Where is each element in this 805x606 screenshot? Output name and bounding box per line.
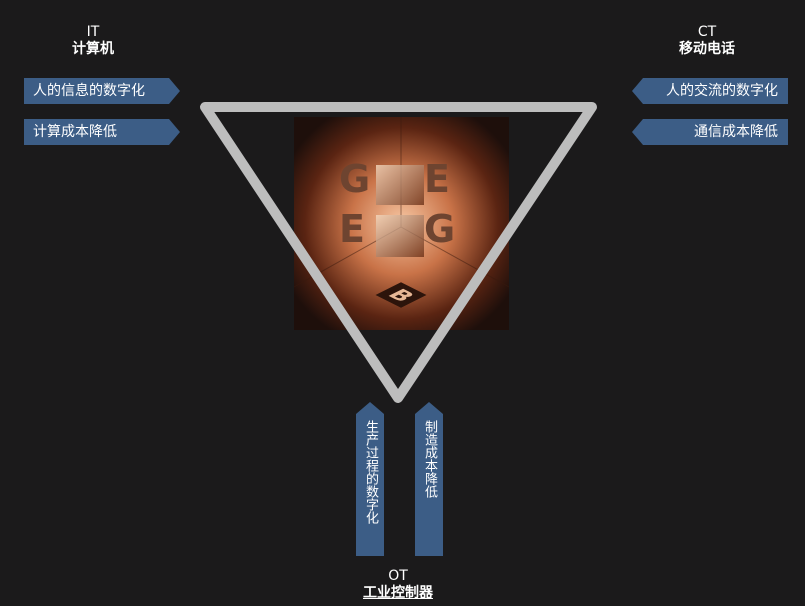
ct-name: 移动电话 <box>679 41 735 57</box>
ct-title-block: CT 移动电话 <box>674 24 740 58</box>
it-abbr: IT <box>86 24 100 40</box>
ct-tag-digitization: 人的交流的数字化 <box>632 78 788 104</box>
letter-g-1: G <box>339 157 370 201</box>
ot-title-block: OT 工业控制器 <box>356 568 440 602</box>
ot-tag-digitization: 生产过程的数字化 <box>356 402 384 556</box>
it-tag-cost: 计算成本降低 <box>24 119 180 145</box>
ot-tag-cost: 制造成本降低 <box>415 402 443 556</box>
it-name: 计算机 <box>72 41 114 57</box>
letter-e-2: E <box>339 207 365 251</box>
ot-name: 工业控制器 <box>363 585 433 601</box>
center-image: G E E G B <box>294 117 509 330</box>
ct-tag-cost: 通信成本降低 <box>632 119 788 145</box>
ot-abbr: OT <box>388 568 408 584</box>
ct-abbr: CT <box>697 24 717 40</box>
it-title-block: IT 计算机 <box>62 24 124 58</box>
it-tag-digitization: 人的信息的数字化 <box>24 78 180 104</box>
letter-g-2: G <box>424 207 455 251</box>
letter-e-1: E <box>424 157 450 201</box>
